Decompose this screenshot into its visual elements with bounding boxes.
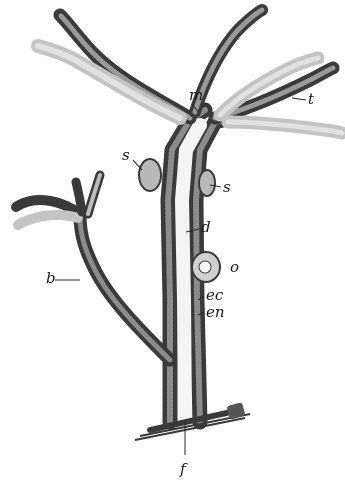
ovary	[192, 252, 220, 282]
label-d: d	[201, 218, 211, 236]
label-s-upper: s	[122, 146, 130, 164]
label-s-right: s	[223, 178, 231, 196]
label-m: m	[189, 86, 203, 104]
label-f: f	[179, 460, 188, 478]
label-en: en	[206, 303, 225, 321]
bud-branch	[16, 175, 170, 360]
tentacles	[38, 10, 342, 133]
label-o: o	[230, 258, 239, 276]
label-b: b	[46, 269, 56, 287]
label-t: t	[308, 90, 315, 108]
label-ec: ec	[206, 286, 224, 304]
